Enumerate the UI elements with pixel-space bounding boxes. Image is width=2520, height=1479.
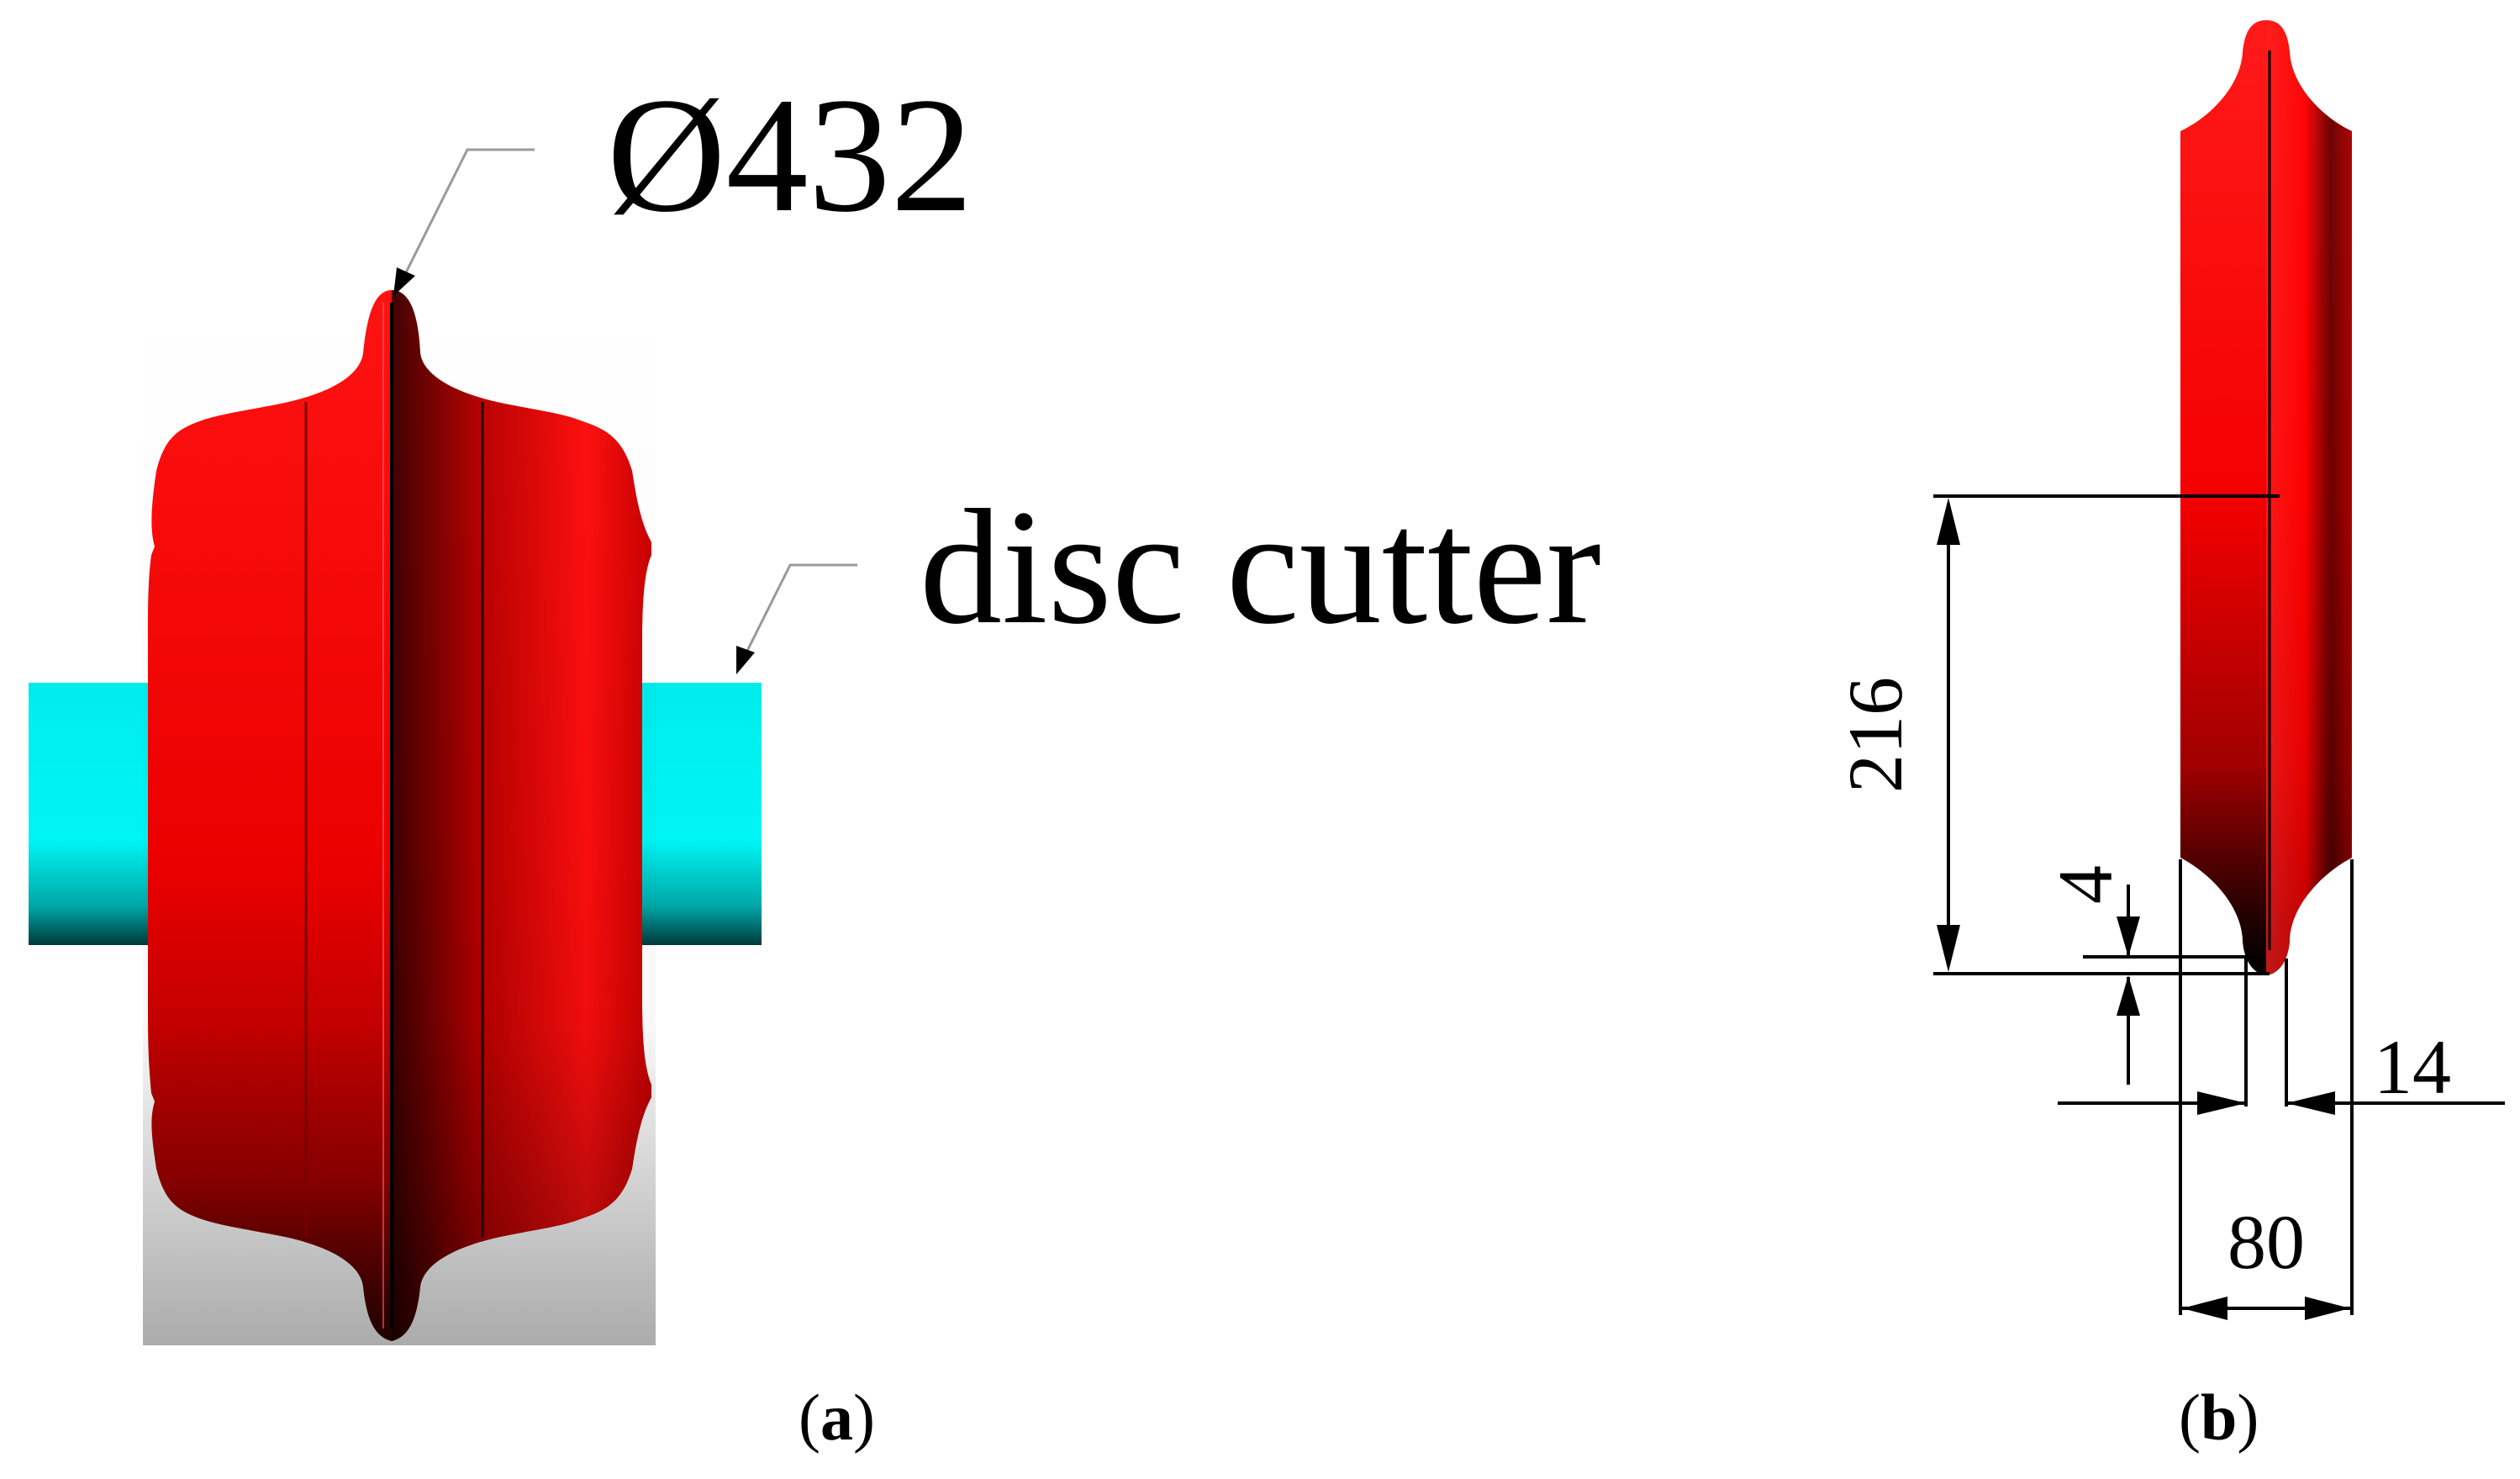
caption-b: (b)	[2179, 1381, 2259, 1454]
dim-216-label: 216	[1832, 677, 1918, 793]
diameter-leader-arrow	[393, 267, 415, 296]
caption-a-letter: a	[820, 1381, 853, 1454]
shaft-right	[639, 683, 762, 945]
caption-a-open: (	[799, 1381, 820, 1454]
dim-80-arrow-right	[2305, 1297, 2350, 1320]
panel-b: 216 4 14 80 (b)	[1832, 20, 2505, 1454]
dim-216-arrow-bottom	[1937, 925, 1960, 972]
panel-a: Ø432 disc cutter (a)	[29, 64, 1601, 1454]
caption-a-close: )	[853, 1381, 875, 1454]
dim-4-arrow-bottom	[2117, 975, 2140, 1016]
part-label: disc cutter	[920, 476, 1601, 658]
caption-b-close: )	[2237, 1381, 2259, 1454]
dim-14-arrow-left	[2197, 1091, 2246, 1115]
caption-b-open: (	[2179, 1381, 2201, 1454]
dim-4-label: 4	[2043, 865, 2128, 904]
diameter-leader-line	[402, 148, 535, 278]
dim-4-arrow-top	[2117, 916, 2140, 957]
disc-cutter-body	[143, 286, 656, 1345]
caption-a: (a)	[799, 1381, 875, 1454]
dim-80-label: 80	[2227, 1199, 2305, 1285]
caption-b-letter: b	[2201, 1381, 2237, 1454]
dim-216-arrow-top	[1937, 498, 1960, 545]
part-leader-arrow	[736, 646, 755, 674]
part-leader-line	[743, 563, 857, 657]
dim-80-arrow-left	[2182, 1297, 2227, 1320]
dim-14-label: 14	[2374, 1024, 2451, 1110]
dim-14-arrow-right	[2286, 1091, 2335, 1115]
diameter-label: Ø432	[607, 64, 973, 246]
